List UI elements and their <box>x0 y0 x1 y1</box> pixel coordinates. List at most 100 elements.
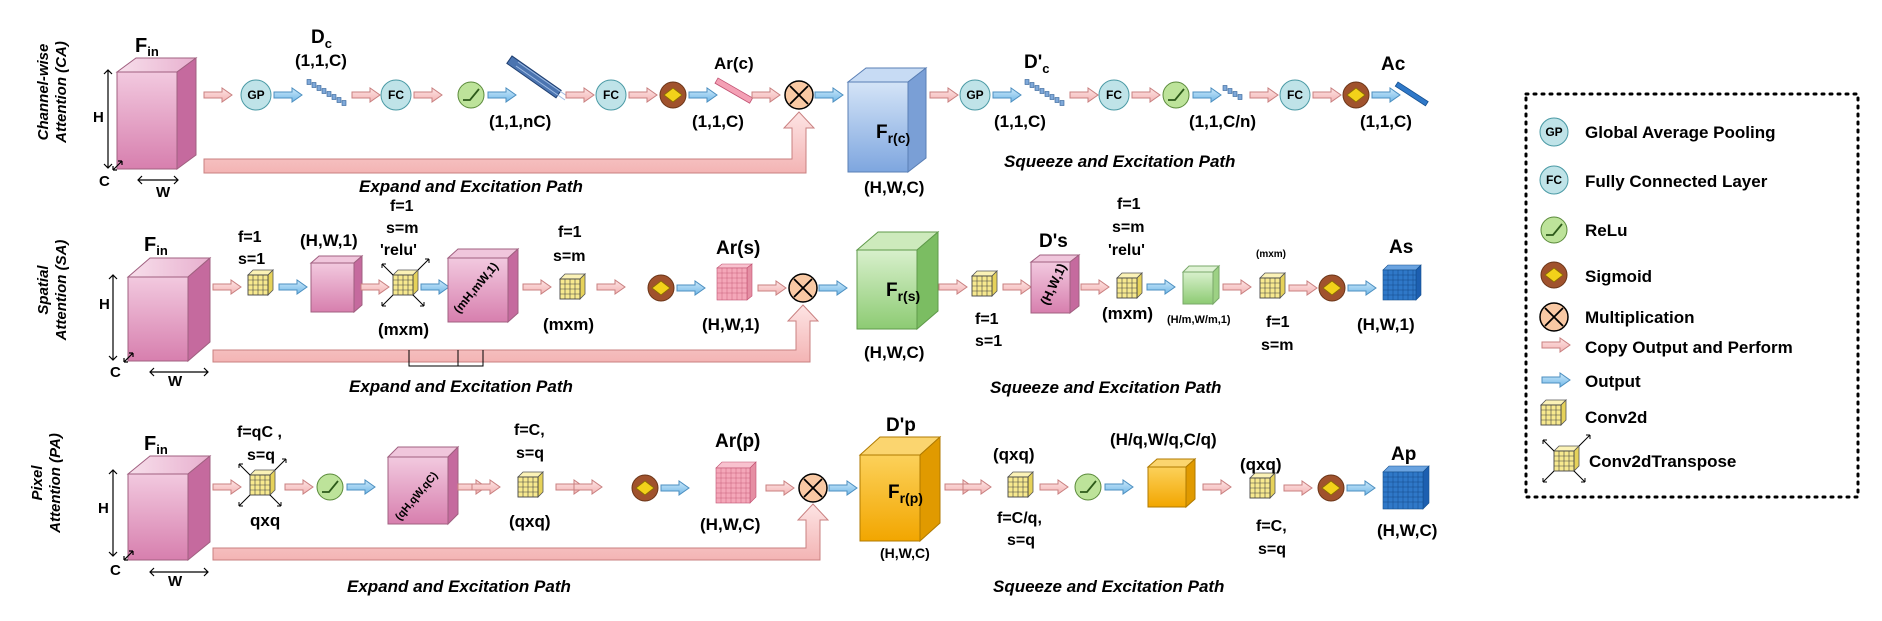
fin-sub-sa: in <box>156 243 168 258</box>
fc-icon: FC <box>1098 79 1130 111</box>
arp-label: Ar(p) <box>715 431 760 452</box>
hm-label: (H/m,W/m,1) <box>1167 314 1231 326</box>
relu-icon <box>1540 216 1568 244</box>
svg-text:D'c: D'c <box>1024 52 1049 76</box>
legend-gp-text: Global Average Pooling <box>1585 123 1776 142</box>
svg-text:Fr(p): Fr(p) <box>888 482 923 506</box>
dim-h-pa: H <box>98 500 109 517</box>
copy-arrow <box>751 87 781 103</box>
output-arrow <box>420 279 450 295</box>
ars-dims: (H,W,1) <box>702 315 760 334</box>
dc-sub: c <box>325 36 332 51</box>
gp-icon: GP <box>959 79 991 111</box>
output-arrow <box>660 480 690 496</box>
copy-arrow <box>929 87 959 103</box>
copy-arrow <box>351 87 381 103</box>
ars-grid-icon <box>716 263 753 301</box>
pa-conv4-s: s=q <box>1258 541 1286 558</box>
sa-conv4-s: s=m <box>1112 219 1144 236</box>
relu-icon <box>1162 81 1190 109</box>
sa-t-mxm: (mxm) <box>378 320 429 339</box>
copy-arrow <box>1288 280 1318 296</box>
qhqw-cube <box>386 445 460 526</box>
copy-arrow <box>360 279 390 295</box>
sa-conv2-mxm: (mxm) <box>543 315 594 334</box>
row-spatial-attention: Spatial Attention (SA) Fin H W C f=1 s=1… <box>35 196 1422 397</box>
sa-conv5-s: s=m <box>1261 337 1293 354</box>
legend-relu-text: ReLu <box>1585 221 1628 240</box>
dc-dims: (1,1,C) <box>295 51 347 70</box>
arc-vector-icon <box>714 77 754 104</box>
pa-t-qxq: qxq <box>250 511 280 530</box>
as-dims: (H,W,1) <box>1357 315 1415 334</box>
pa-t-s: s=q <box>247 447 275 464</box>
svg-text:Fr(c): Fr(c) <box>876 122 910 146</box>
copy-arrow <box>1249 87 1279 103</box>
legend-sigmoid-text: Sigmoid <box>1585 267 1652 286</box>
output-arrow <box>688 87 718 103</box>
arp-dims: (H,W,C) <box>700 515 760 534</box>
legend-conv-text: Conv2d <box>1585 408 1647 427</box>
fr-sub-ca: r(c) <box>888 130 911 146</box>
output-arrow <box>346 479 376 495</box>
row-channel-attention: Channel-wise Attention (CA) Fin H W C GP… <box>35 27 1429 201</box>
squeeze-path-pa: Squeeze and Excitation Path <box>993 577 1224 596</box>
fin-cube-sa <box>126 256 212 363</box>
dim-w-ca: W <box>156 184 171 201</box>
sigmoid-icon <box>1317 474 1345 502</box>
ap-grid-icon <box>1382 465 1430 510</box>
fr-dims-sa: (H,W,C) <box>864 343 924 362</box>
fr-label-pa: F <box>888 482 900 503</box>
multiply-icon <box>784 80 814 110</box>
dim-h-ca: H <box>93 109 104 126</box>
pa-t-f: f=qC , <box>237 424 282 441</box>
svg-text:FC: FC <box>603 88 619 102</box>
copy-arrow <box>1002 279 1032 295</box>
sigmoid-icon <box>631 474 659 502</box>
cn-label: (1,1,C/n) <box>1189 112 1256 131</box>
fr-dims-ca: (H,W,C) <box>864 178 924 197</box>
sa-t-relu: 'relu' <box>380 242 417 259</box>
arp-grid-icon <box>715 461 757 504</box>
fr-label-sa: F <box>886 280 898 301</box>
arc-dims: (1,1,C) <box>692 112 744 131</box>
output-arrow <box>818 280 848 296</box>
dpc-dims: (1,1,C) <box>994 112 1046 131</box>
skip-connection-pa <box>212 503 830 561</box>
output-arrow <box>1346 480 1376 496</box>
ac-vector-icon <box>1394 81 1429 107</box>
fin-label-ca: F <box>135 35 147 57</box>
pa-conv4-qxq: (qxq) <box>1240 455 1282 474</box>
copy-arrow-icon <box>1541 337 1571 353</box>
svg-text:FC: FC <box>1287 88 1303 102</box>
output-arrow <box>1146 279 1176 295</box>
output-arrow <box>814 87 844 103</box>
legend-convt-text: Conv2dTranspose <box>1589 452 1736 471</box>
skip-connection-sa <box>212 304 820 363</box>
copy-arrow <box>962 479 992 495</box>
hq-label: (H/q,W/q,C/q) <box>1110 430 1217 449</box>
sa-conv2-f: f=1 <box>558 224 582 241</box>
fc-icon: FC <box>1279 79 1311 111</box>
skip-connection-ca <box>203 111 816 174</box>
legend: GP Global Average Pooling FC Fully Conne… <box>1524 92 1860 499</box>
conv2d-icon <box>1249 472 1276 499</box>
svg-text:GP: GP <box>1545 125 1562 139</box>
sa-conv4-mxm: (mxm) <box>1102 304 1153 323</box>
ds-cube <box>1029 253 1081 315</box>
dc-label: D <box>311 27 325 48</box>
sigmoid-icon <box>659 81 687 109</box>
conv2d-transpose-icon <box>382 259 429 306</box>
multiply-icon <box>798 473 828 503</box>
output-arrow <box>992 87 1022 103</box>
copy-arrow <box>1312 87 1342 103</box>
fr-label-ca: F <box>876 122 888 143</box>
copy-arrow <box>1131 87 1161 103</box>
fr-sub-pa: r(p) <box>900 490 923 506</box>
relu-icon <box>316 473 344 501</box>
ds-label: D's <box>1039 231 1068 252</box>
svg-text:GP: GP <box>247 88 264 102</box>
svg-text:FC: FC <box>1106 88 1122 102</box>
ac-dims: (1,1,C) <box>1360 112 1412 131</box>
svg-text:Fr(s): Fr(s) <box>886 280 920 304</box>
